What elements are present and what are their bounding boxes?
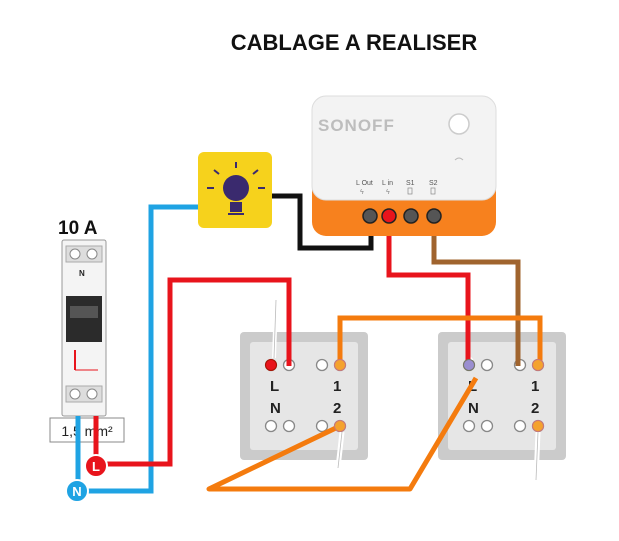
phase-marker: L <box>84 454 108 478</box>
switch-left-label-L: L <box>270 378 279 395</box>
lamp-return-wire <box>268 193 374 251</box>
switch-right-label-1: 1 <box>531 378 539 395</box>
neutral-wire <box>75 204 202 494</box>
sonoff-label-s1: S1 <box>406 180 415 187</box>
switch-left-terminal-L <box>265 359 277 371</box>
wifi-icon <box>454 157 464 161</box>
switch-right-label-2: 2 <box>531 400 539 417</box>
sonoff-label-s2: S2 <box>429 180 438 187</box>
sonoff-brand: SONOFF <box>318 116 395 135</box>
switch-right-terminal-L <box>463 359 475 371</box>
traveller-wire-top <box>337 315 543 366</box>
switch-right-label-N: N <box>468 400 479 417</box>
switch-left-face <box>250 342 358 450</box>
sonoff-terminal-s2 <box>426 208 442 224</box>
breaker-pole-n: N <box>79 269 85 278</box>
sonoff-button <box>448 113 470 135</box>
sonoff-terminal-lout <box>362 208 378 224</box>
switch-left-label-1: 1 <box>333 378 341 395</box>
circuit-breaker: 10 A N <box>58 218 107 417</box>
switch-left-terminal-1 <box>334 359 346 371</box>
switch-right-terminal-1 <box>532 359 544 371</box>
switch-left-terminal-2 <box>334 420 346 432</box>
svg-text:ϟ: ϟ <box>386 189 390 196</box>
neutral-marker: N <box>65 479 89 503</box>
switch-right-terminal-2 <box>532 420 544 432</box>
sonoff-module: SONOFF L Out L in S1 S2 ϟ ϟ <box>311 95 497 236</box>
lamp-icon <box>198 152 272 228</box>
phase-marker-label: L <box>92 459 100 474</box>
sonoff-label-lout: L Out <box>356 180 373 187</box>
s2-wire <box>431 218 521 366</box>
neutral-marker-label: N <box>72 484 81 499</box>
svg-text:ϟ: ϟ <box>360 189 364 196</box>
sonoff-label-lin: L in <box>382 180 393 187</box>
breaker-toggle <box>66 296 102 342</box>
traveller-wire-bottom <box>206 376 479 492</box>
section-label: 1,5 mm² <box>61 423 113 439</box>
section-label-box <box>49 417 125 443</box>
breaker-rating: 10 A <box>58 218 98 239</box>
sonoff-top <box>311 95 497 201</box>
switch-left-label-N: N <box>270 400 281 417</box>
switch-right: L N 1 2 <box>438 332 566 460</box>
sonoff-terminal-lin <box>381 208 397 224</box>
sonoff-terminal-s1 <box>403 208 419 224</box>
switch-right-face <box>448 342 556 450</box>
switch-left-label-2: 2 <box>333 400 341 417</box>
diagram-title: CABLAGE A REALISER <box>231 30 478 55</box>
